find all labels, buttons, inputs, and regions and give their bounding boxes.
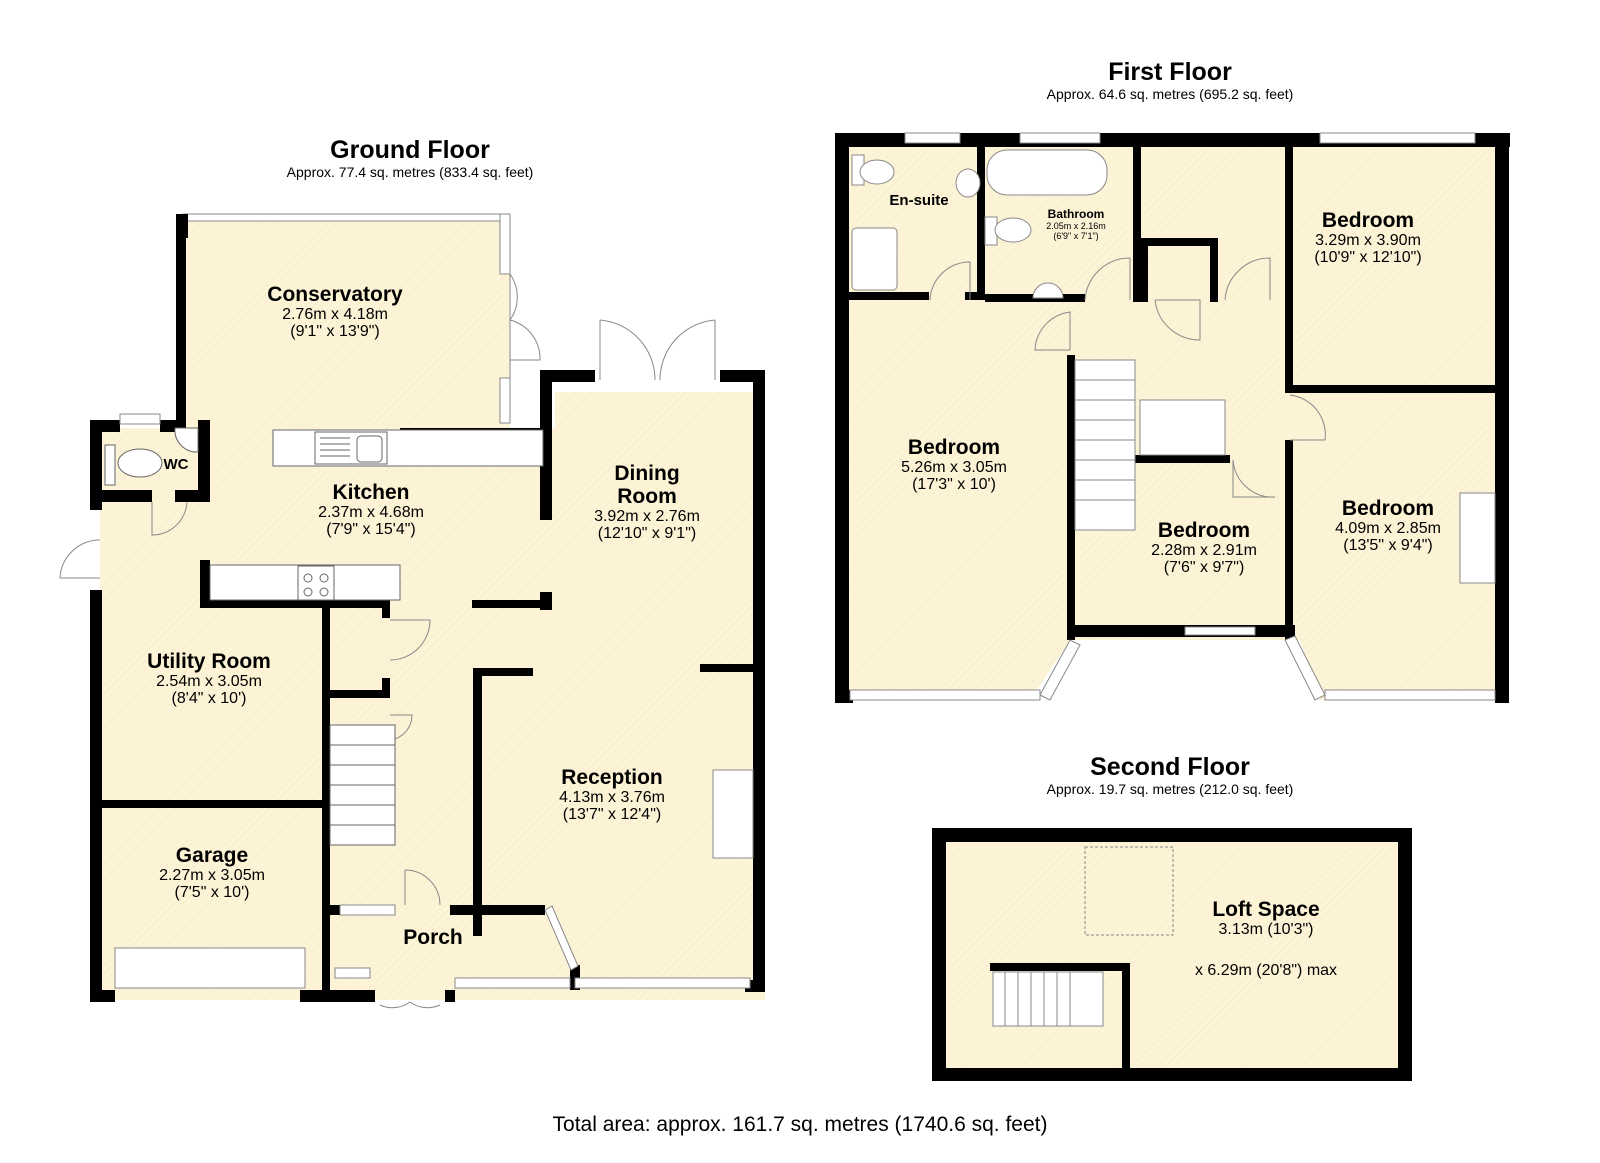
floor-title: Second Floor [1090, 753, 1250, 781]
first-floor-plan [835, 132, 1510, 703]
room-bedroom-4: Bedroom 4.09m x 2.85m (13'5" x 9'4") [1335, 497, 1441, 554]
room-bedroom-3: Bedroom 2.28m x 2.91m (7'6" x 9'7") [1151, 519, 1257, 576]
first-floor-header: First Floor Approx. 64.6 sq. metres (695… [970, 58, 1370, 102]
room-wc: WC [163, 456, 189, 473]
floor-title: Ground Floor [330, 136, 490, 164]
room-dining: Dining Room 3.92m x 2.76m (12'10" x 9'1"… [594, 462, 700, 542]
dining-floor [485, 392, 765, 690]
floor-area: Approx. 77.4 sq. metres (833.4 sq. feet) [286, 164, 534, 180]
conservatory-floor [183, 218, 510, 428]
room-conservatory: Conservatory 2.76m x 4.18m (9'1" x 13'9"… [267, 283, 403, 340]
loft-space-dimension-max: x 6.29m (20'8") max [1194, 962, 1338, 979]
total-area: Total area: approx. 161.7 sq. metres (17… [552, 1113, 1048, 1136]
utility-floor [100, 570, 330, 825]
floor-title: First Floor [1108, 58, 1232, 86]
room-utility: Utility Room 2.54m x 3.05m (8'4" x 10') [147, 650, 271, 707]
second-floor-header: Second Floor Approx. 19.7 sq. metres (21… [970, 753, 1370, 797]
room-porch: Porch [403, 926, 463, 949]
floor-area: Approx. 64.6 sq. metres (695.2 sq. feet) [1046, 86, 1294, 102]
floor-area: Approx. 19.7 sq. metres (212.0 sq. feet) [1046, 781, 1294, 797]
second-floor-plan [932, 828, 1412, 1081]
ground-floor-header: Ground Floor Approx. 77.4 sq. metres (83… [210, 136, 610, 180]
ground-floor-plan [59, 213, 765, 1009]
room-garage: Garage 2.27m x 3.05m (7'5" x 10') [159, 844, 265, 901]
room-kitchen: Kitchen 2.37m x 4.68m (7'9" x 15'4") [318, 481, 424, 538]
room-loft-space: Loft Space 3.13m (10'3") [1212, 898, 1320, 938]
room-reception: Reception 4.13m x 3.76m (13'7" x 12'4") [559, 766, 665, 823]
room-bedroom-1: Bedroom 3.29m x 3.90m (10'9" x 12'10") [1314, 209, 1422, 266]
room-ensuite: En-suite [889, 192, 949, 209]
room-bedroom-2: Bedroom 5.26m x 3.05m (17'3" x 10') [901, 436, 1007, 493]
room-bathroom: Bathroom 2.05m x 2.16m (6'9" x 7'1") [1046, 207, 1106, 241]
